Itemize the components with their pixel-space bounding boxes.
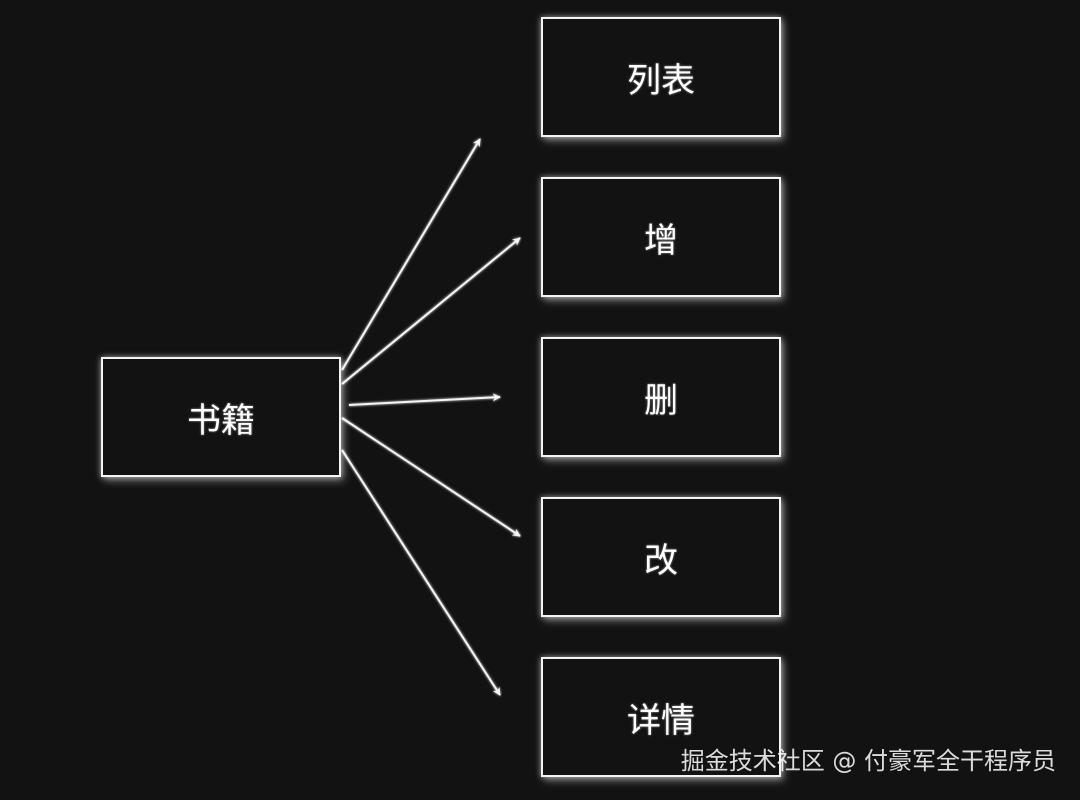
node-target-list: 列表 bbox=[541, 17, 781, 137]
node-target-detail: 详情 bbox=[541, 657, 781, 777]
node-source-label: 书籍 bbox=[187, 400, 255, 441]
edge-to-edit-arrow bbox=[341, 417, 521, 537]
node-target-delete: 删 bbox=[541, 337, 781, 457]
edge-to-list-arrow bbox=[341, 138, 481, 371]
node-target-add: 增 bbox=[541, 177, 781, 297]
node-target-label: 增 bbox=[644, 220, 678, 261]
watermark-text: 掘金技术社区 @ 付豪军全干程序员 bbox=[680, 747, 1056, 775]
node-target-label: 删 bbox=[644, 380, 678, 421]
node-target-edit: 改 bbox=[541, 497, 781, 617]
edge-to-delete-arrow bbox=[348, 393, 501, 406]
node-target-label: 详情 bbox=[627, 700, 695, 741]
edge-to-add-arrow bbox=[341, 237, 521, 385]
node-source: 书籍 bbox=[101, 357, 341, 477]
node-target-label: 改 bbox=[644, 540, 678, 581]
edge-to-detail-arrow bbox=[341, 449, 501, 696]
node-target-label: 列表 bbox=[627, 60, 695, 101]
